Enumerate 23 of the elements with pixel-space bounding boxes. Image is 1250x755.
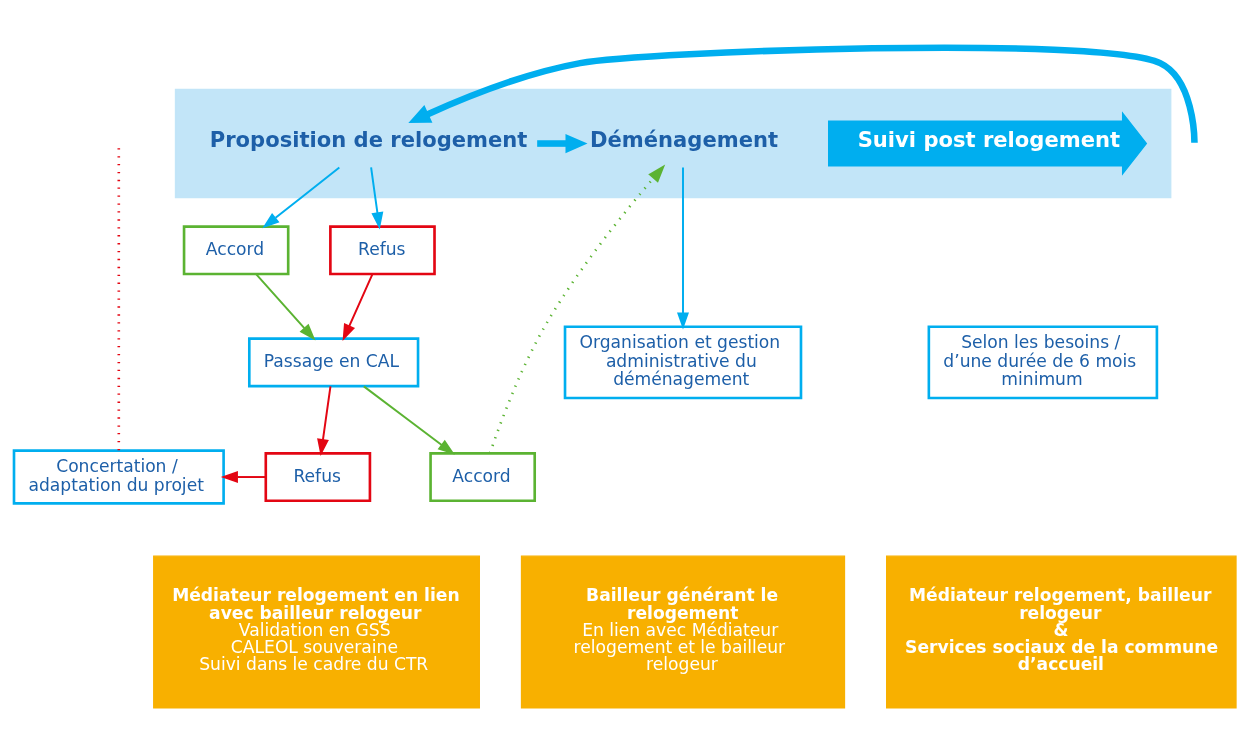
node-text: Déménagement [590,127,779,153]
node-box: Organisation et gestion administrative du déménagement [563,325,803,400]
node-box: Bailleur générant le relogement En lien avec Médiateur relogement et le bailleur relogeur [520,555,846,709]
node-box: Selon les besoins / d’une durée de 6 mois minimum [927,325,1159,400]
node-box: Médiateur relogement, bailleur relogeur & Services sociaux de la commune d’accueil [886,555,1237,709]
node-box: Concertation / adaptation du projet [12,449,225,505]
node-box: Refus [329,225,436,276]
arrow [262,166,341,229]
node-box: Accord [429,452,537,503]
cluster [174,88,1172,199]
arrow [342,273,374,342]
arrow [255,273,316,341]
arrow [317,385,332,457]
node-text: Proposition de relogement [209,127,528,153]
arrow [370,166,384,230]
node-box: Refus [264,452,372,503]
arrow [362,385,455,455]
node-box: Médiateur relogement en lien avec bailleur relogeur Validation en GSS CALEOL souveraine Suivi dans le cadre du CTR [153,555,480,709]
arrow [677,166,689,330]
arrow [220,471,267,484]
node-box: Passage en CAL [248,337,420,388]
arrow [488,164,666,454]
node-box: Accord [182,225,290,276]
